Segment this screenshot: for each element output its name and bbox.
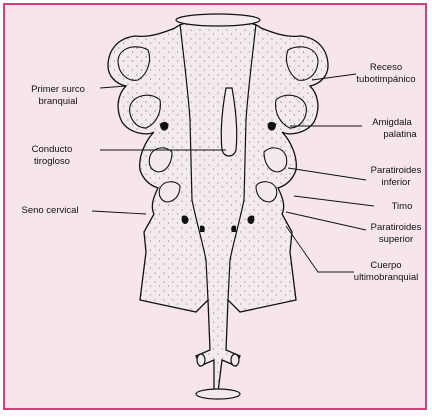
label-cuerpo-1: Cuerpo	[370, 260, 401, 271]
label-paratiroides-sup-1: Paratiroides	[371, 222, 422, 233]
label-conducto-1: Conducto	[32, 144, 73, 155]
label-receso-2: tubotimpánico	[356, 74, 415, 85]
label-conducto-2: tirogloso	[34, 156, 70, 167]
label-primer-surco-2: branquial	[38, 96, 77, 107]
label-paratiroides-sup-2: superior	[379, 234, 413, 245]
label-seno-cervical: Seno cervical	[21, 205, 78, 216]
label-paratiroides-inf-1: Paratiroides	[371, 165, 422, 176]
label-paratiroides-inf-2: inferior	[381, 177, 410, 188]
label-primer-surco-1: Primer surco	[31, 84, 85, 95]
label-cuerpo-2: ultimobranquial	[354, 272, 418, 283]
label-amigdala-1: Amigdala	[372, 117, 412, 128]
label-receso-1: Receso	[370, 62, 402, 73]
label-timo: Timo	[392, 201, 413, 212]
label-amigdala-2: palatina	[383, 129, 417, 140]
